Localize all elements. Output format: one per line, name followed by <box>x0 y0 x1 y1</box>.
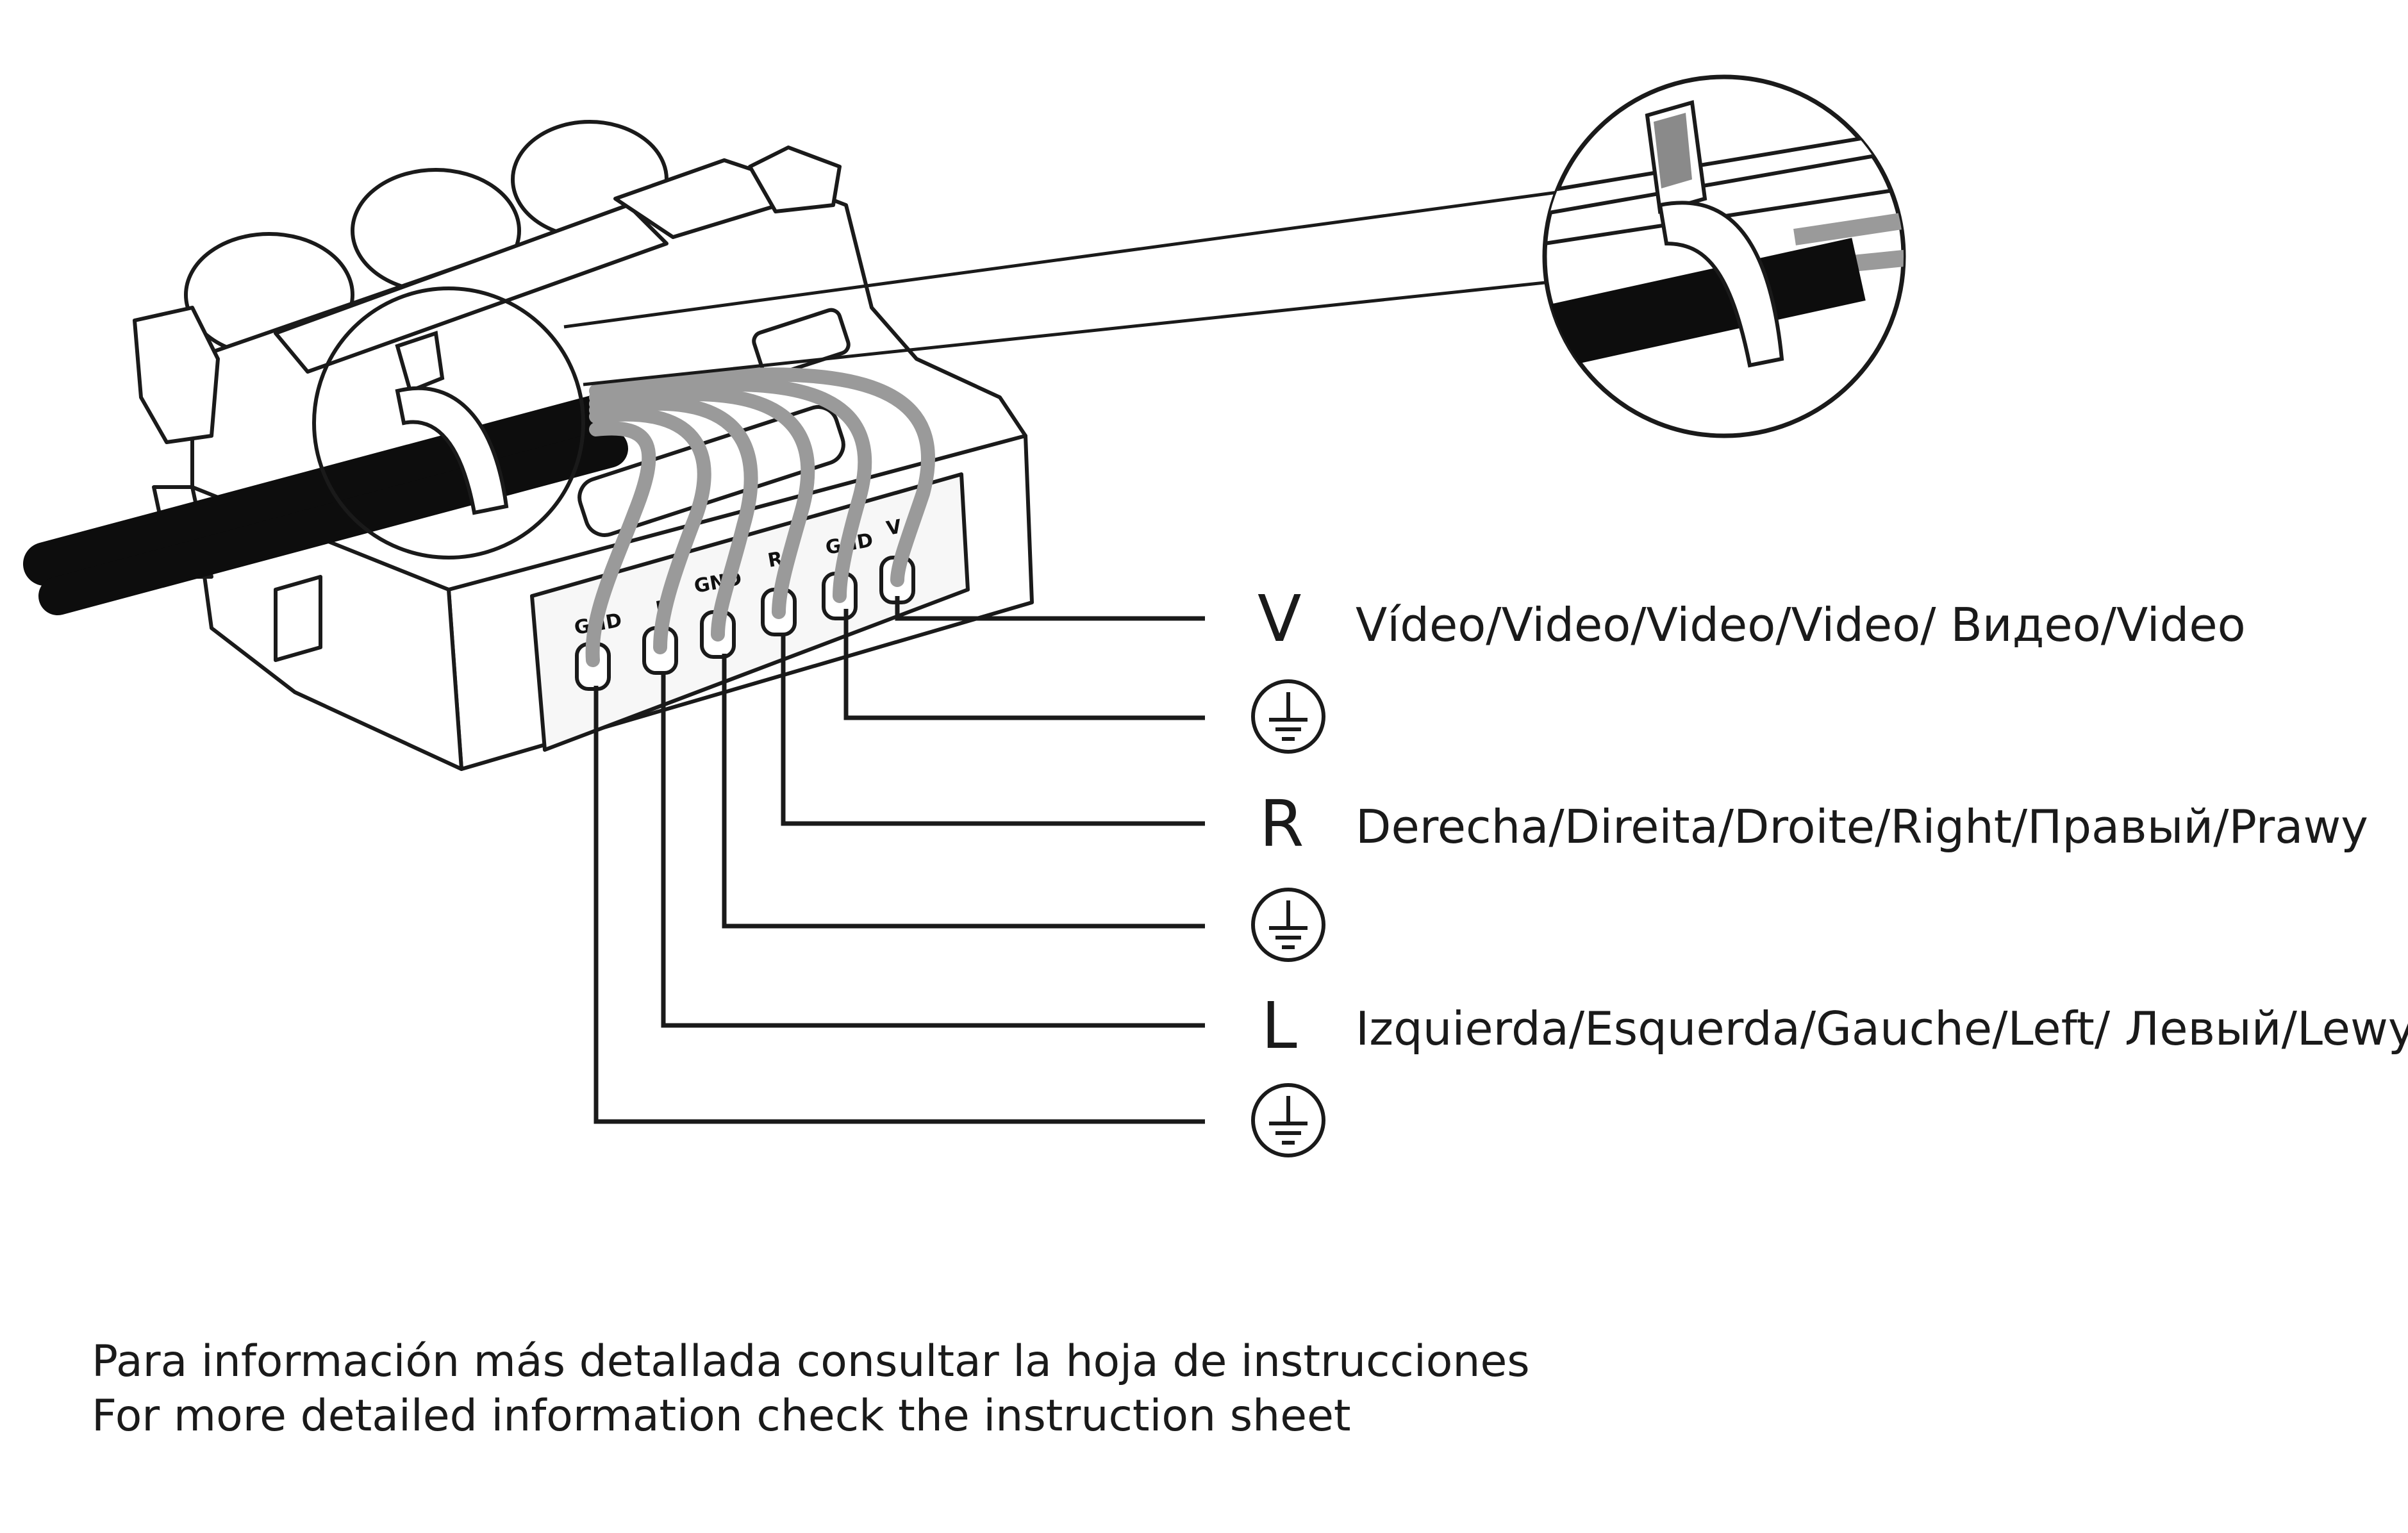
detail-circle-source <box>312 286 585 559</box>
cable-tie <box>395 331 509 515</box>
symbol-r: R <box>1259 786 1304 861</box>
leader-lines <box>594 596 1205 1124</box>
leader-gnd-1 <box>843 609 1205 720</box>
footnote-english: For more detailed information check the … <box>92 1391 1351 1441</box>
symbol-v: V <box>1258 581 1301 656</box>
cable <box>23 395 628 615</box>
ground-icon <box>1251 1083 1325 1157</box>
description-video: Vídeo/Video/Video/Video/ Видео/Video <box>1356 598 2246 652</box>
zoom-leader <box>563 190 1558 386</box>
ground-icon <box>1251 888 1325 962</box>
detail-zoom <box>1542 74 1906 438</box>
symbol-l: L <box>1261 988 1297 1063</box>
ground-icon <box>1251 679 1325 754</box>
footnote-spanish: Para información más detallada consultar… <box>92 1336 1530 1387</box>
wires <box>585 367 935 667</box>
leader-gnd-3 <box>594 686 1205 1124</box>
description-left: Izquierda/Esquerda/Gauche/Left/ Левый/Le… <box>1356 1002 2408 1056</box>
leader-v <box>895 596 1205 621</box>
leader-r <box>781 634 1205 826</box>
connection-labels: V Vídeo/Video/Video/Video/ Видео/Video R… <box>1251 581 2408 1157</box>
leader-l <box>661 673 1205 1028</box>
description-right: Derecha/Direita/Droite/Right/Правый/Praw… <box>1356 800 2368 854</box>
leader-gnd-2 <box>722 654 1205 929</box>
